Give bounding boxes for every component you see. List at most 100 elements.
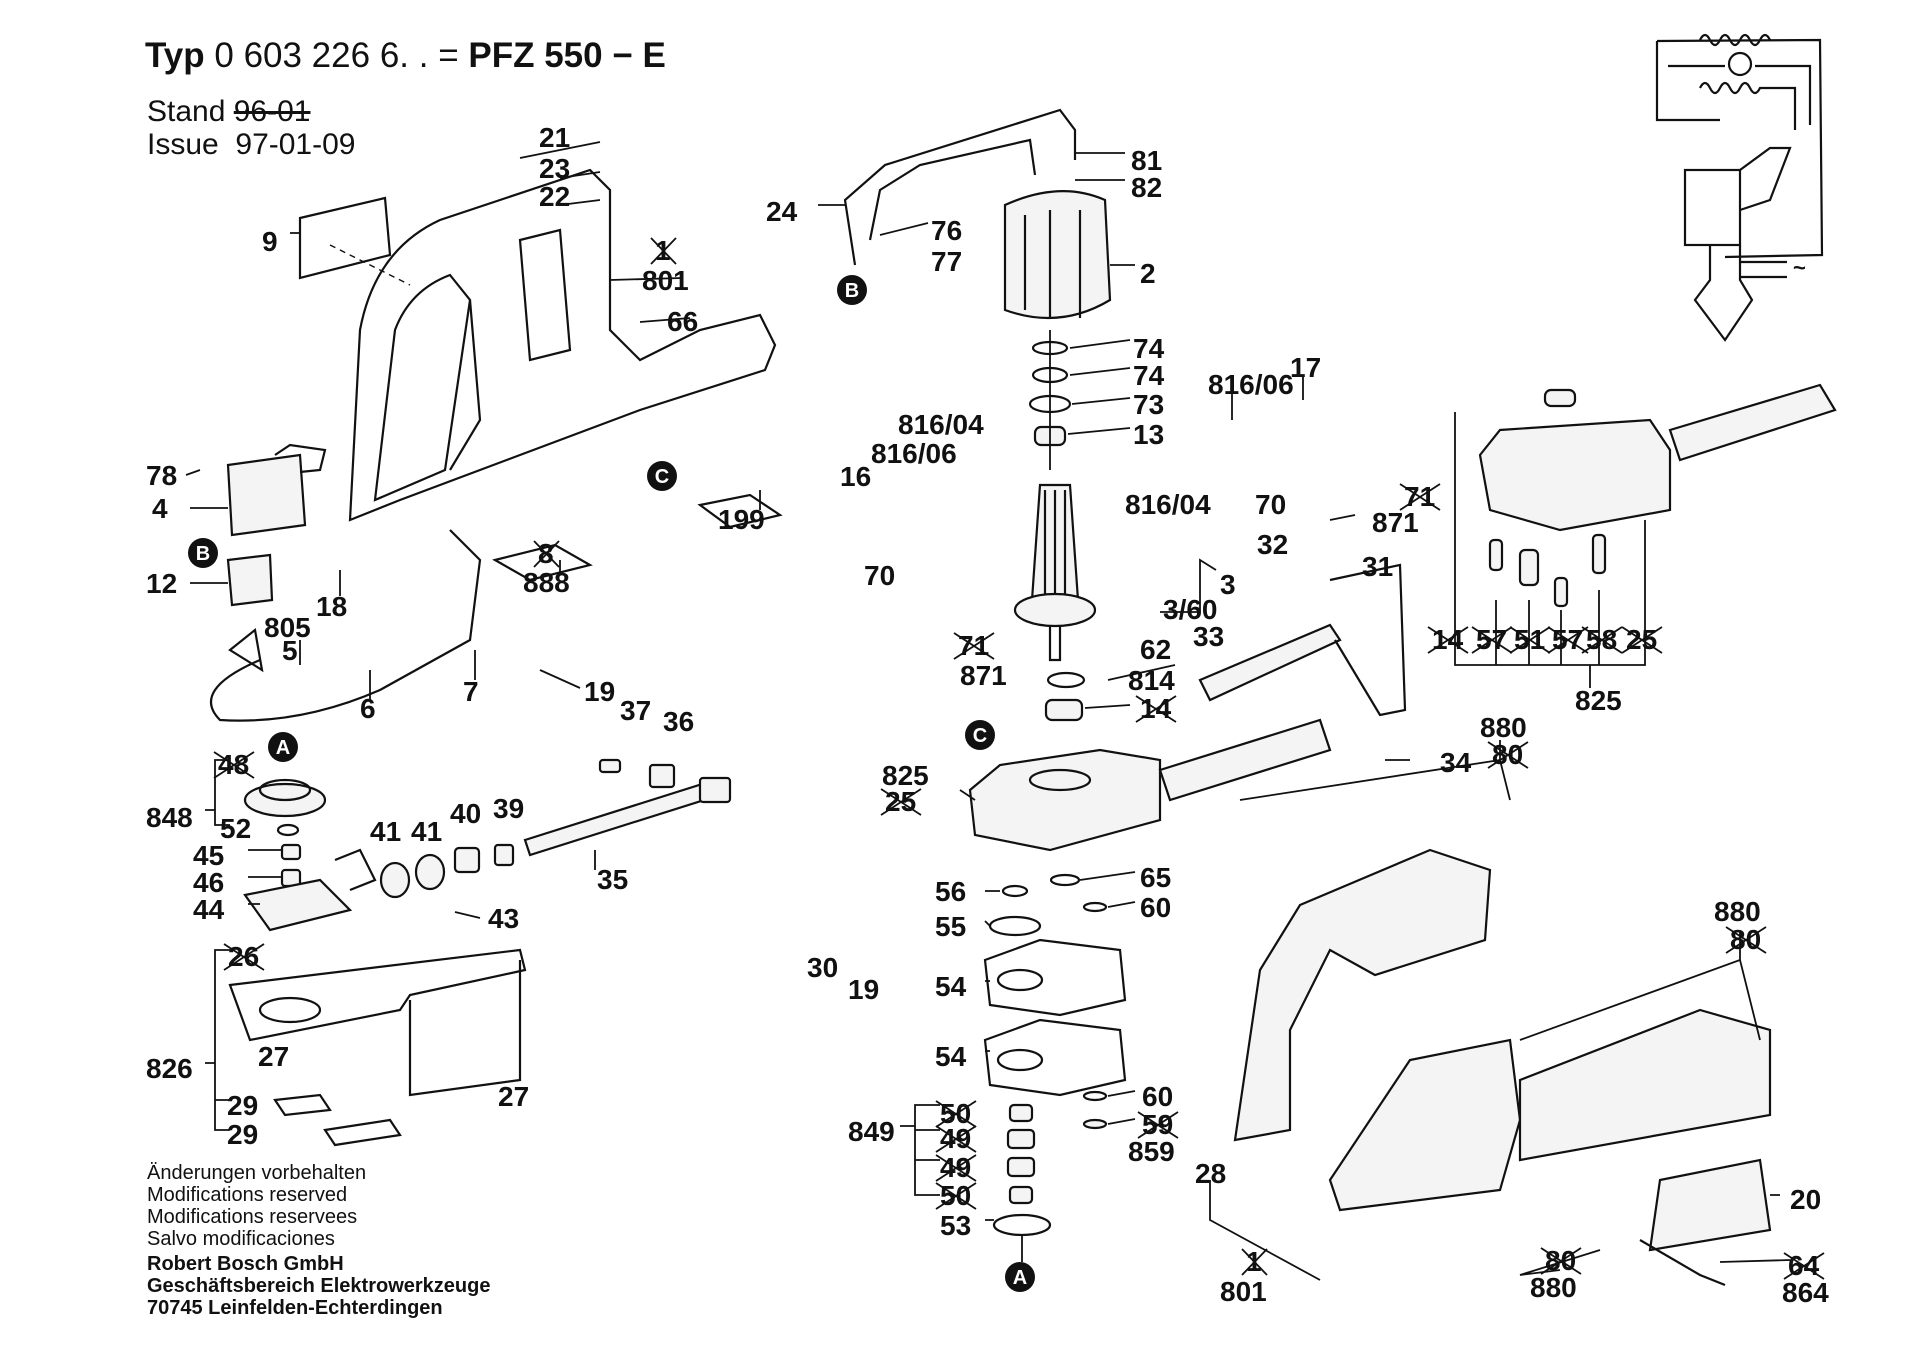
switch-12 [226,553,274,607]
issue-row: Issue 97-01-09 [147,129,355,161]
strike-mark [935,1125,977,1153]
strike-mark [935,1100,977,1128]
part-label: 40 [450,798,481,829]
part-label: 60 [1142,1081,1173,1112]
strike-mark [1427,626,1469,654]
power-cord-6 [209,529,482,722]
part-label: 849 [848,1116,895,1147]
part-label: 805 [264,612,311,643]
footer-note: Änderungen vorbehalten [147,1162,367,1184]
part-label: 31 [1362,551,1393,582]
part-label: 20 [1790,1184,1821,1215]
part-label: 82 [1131,172,1162,203]
strike-mark [1509,626,1551,654]
part-label: 801 [642,265,689,296]
part-label: 22 [539,181,570,212]
part-label: 3/60 [1163,594,1218,625]
strike-mark [1471,626,1513,654]
part-label: 60 [1140,892,1171,923]
gear-48 [243,778,327,888]
strike-mark [1621,626,1663,654]
washers-56-65-60-55 [988,873,1108,1130]
slider-44 [243,848,377,932]
armature-3 [1013,483,1097,662]
reference-marker-a: A [268,732,298,762]
footer-note: Modifications reservees [147,1206,358,1228]
strike-mark [533,540,560,568]
strike-mark [1783,1252,1825,1280]
page-title: Typ 0 603 226 6. . = PFZ 550 − E [145,36,666,76]
bracket-31 [1198,563,1407,717]
base-plate-26 [228,948,527,1097]
svg-text:C: C [973,725,987,747]
part-label: 33 [1193,621,1224,652]
part-label: 54 [935,971,967,1002]
part-label: 53 [940,1210,971,1241]
part-label: 81 [1131,145,1162,176]
part-label: 871 [1372,507,1419,538]
part-label: 816/04 [1125,489,1211,520]
part-label: 55 [935,911,966,942]
strike-mark [1241,1248,1268,1276]
part-label: 825 [882,760,929,791]
part-label: 28 [1195,1158,1226,1189]
part-label: 23 [539,153,570,184]
part-label: 801 [1220,1276,1267,1307]
svg-text:C: C [655,466,669,488]
part-label: 29 [227,1119,258,1150]
part-label: 66 [667,306,698,337]
stand-label: Stand [147,95,226,128]
equals-sign: = [438,36,459,75]
wire-harness [843,108,1077,266]
strike-mark [1135,695,1177,723]
strike-mark [1399,483,1441,511]
circuit-diagram [1655,33,1824,342]
part-label: 16 [840,461,871,492]
stand-row: Stand 96-01 [147,96,310,128]
reference-marker-b: B [188,538,218,568]
stand-value: 96-01 [233,95,311,128]
part-label: 5 [282,635,298,666]
ac-symbol: ~ [1793,255,1806,280]
part-label: 30 [807,952,838,983]
part-label: 74 [1133,333,1165,364]
part-label: 73 [1133,389,1164,420]
type-number: 0 603 226 [214,36,371,75]
switch-4 [226,443,327,537]
label-plate-9 [298,196,392,280]
strike-mark [1540,1247,1582,1275]
bearing-stack [1028,330,1072,470]
strike-mark [953,632,995,660]
part-label: 826 [146,1053,193,1084]
pads-29 [273,1093,402,1147]
reference-marker-b: B [837,275,867,305]
footer: Änderungen vorbehalten Modifications res… [147,1162,490,1319]
part-label: 44 [193,894,225,925]
rod-35 [523,758,732,857]
footer-note: Salvo modificaciones [147,1228,335,1250]
part-label: 29 [227,1090,258,1121]
part-label: 70 [864,560,895,591]
part-label: 52 [220,813,251,844]
reference-markers: A A B B C C [188,275,1035,1292]
svg-text:B: B [196,543,210,565]
strike-mark [213,751,255,779]
part-label: 814 [1128,665,1175,696]
part-label: 6 [360,693,376,724]
part-label: 13 [1133,419,1164,450]
type-suffix: 6. . [379,36,429,75]
company-address: 70745 Leinfelden-Echterdingen [147,1297,443,1319]
part-label: 74 [1133,360,1165,391]
part-label: 21 [539,122,570,153]
reference-marker-c: C [647,461,677,491]
part-label: 7 [463,676,479,707]
plates-54 [983,938,1127,1097]
part-label: 880 [1480,712,1527,743]
svg-text:A: A [1013,1267,1027,1289]
issue-label: Issue [147,128,219,161]
field-coil-2 [1003,190,1112,320]
part-label: 24 [766,196,798,227]
part-label: 45 [193,840,224,871]
